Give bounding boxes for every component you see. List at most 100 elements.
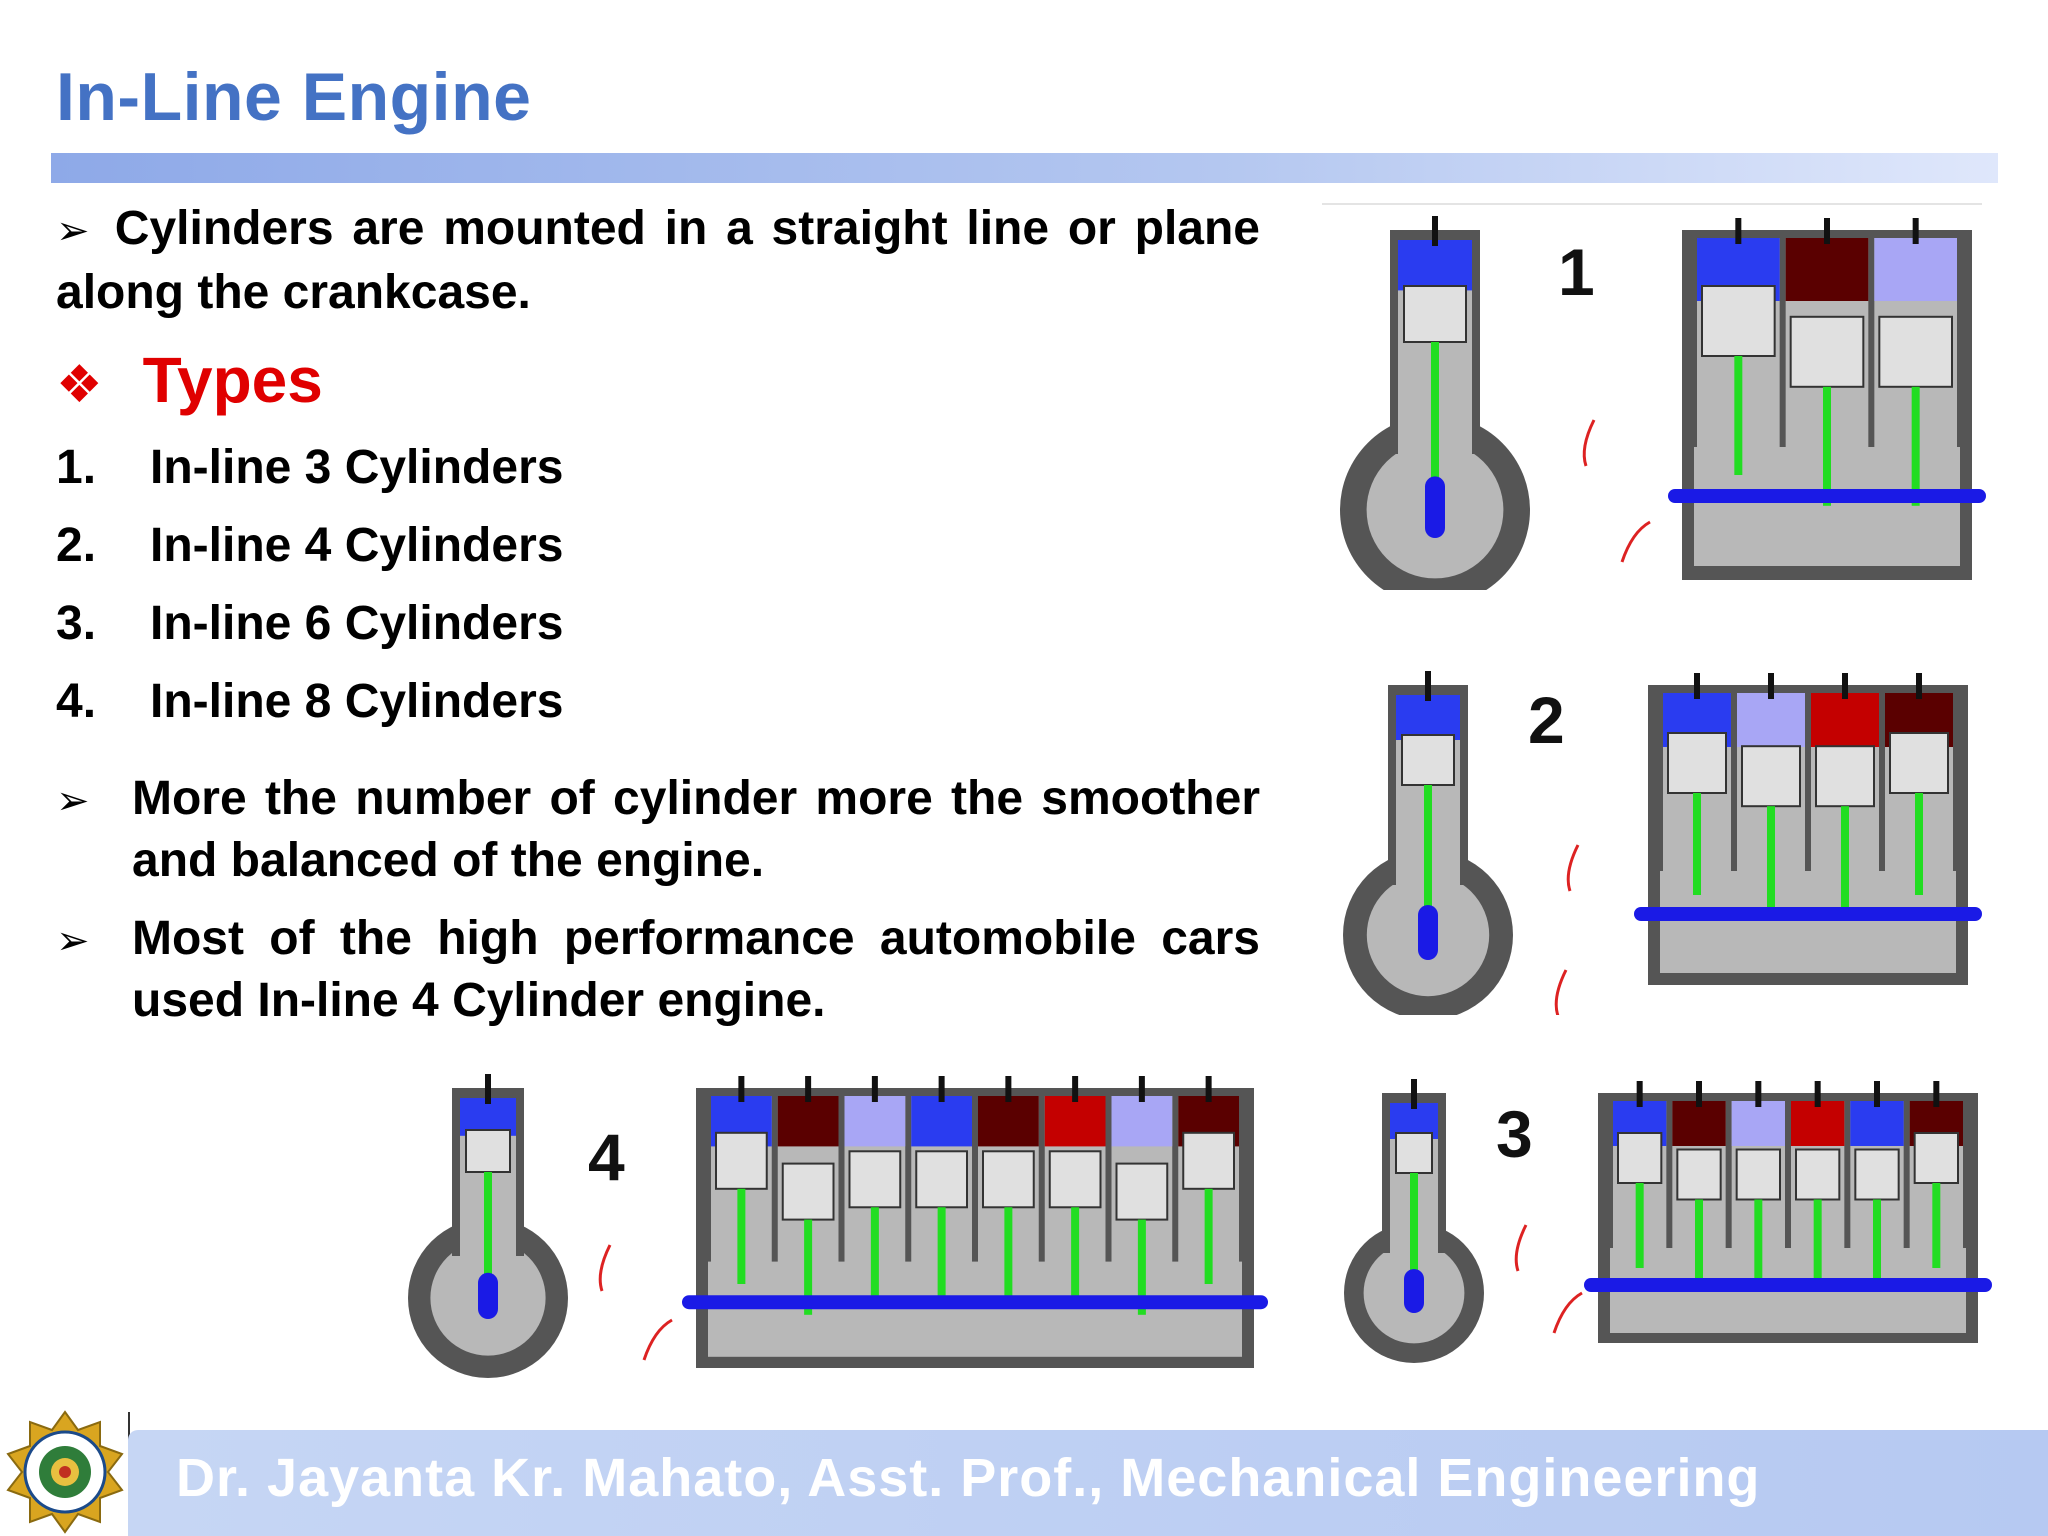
spark-plug-icon	[1814, 1081, 1821, 1107]
intro-point: ➢ Cylinders are mounted in a straight li…	[56, 198, 1260, 324]
engine-diagram-inline-8: 4	[408, 1074, 1268, 1378]
page-title: In-Line Engine	[56, 59, 532, 135]
cylinder-head-icon	[1785, 238, 1869, 301]
cylinder-head-icon	[911, 1096, 972, 1147]
connecting-rod-icon	[1695, 1199, 1703, 1285]
cylinder-head-icon	[1791, 1101, 1845, 1146]
piston-icon	[781, 1162, 835, 1221]
list-item: 1. In-line 3 Cylinders	[56, 437, 563, 515]
piston-icon	[1182, 1131, 1235, 1190]
piston-icon	[1115, 1162, 1169, 1221]
crank-pin-icon	[1418, 905, 1438, 960]
crank-pin-icon	[478, 1272, 498, 1319]
piston-icon	[915, 1150, 968, 1209]
piston-icon	[1889, 732, 1949, 794]
diagram-number: 4	[588, 1120, 625, 1194]
connecting-rod-icon	[1911, 386, 1920, 506]
piston-icon	[1913, 1132, 1960, 1184]
spark-plug-icon	[1824, 218, 1830, 244]
rotation-arrow-icon	[1620, 520, 1651, 563]
diagram-number: 2	[1528, 683, 1565, 757]
cylinder-head-icon	[1811, 693, 1879, 747]
cylinder-head-icon	[1398, 240, 1472, 291]
types-heading: ❖Types	[56, 343, 323, 417]
list-item: 4.In-line 8 Cylinders	[56, 671, 563, 749]
crankshaft-icon	[1584, 1278, 1992, 1292]
connecting-rod-icon	[1734, 356, 1743, 475]
cylinder-head-icon	[844, 1096, 906, 1147]
crank-pin-icon	[1404, 1269, 1424, 1313]
rotation-arrow-icon	[598, 1244, 612, 1292]
spark-plug-icon	[1755, 1081, 1762, 1107]
piston-icon	[1617, 1132, 1663, 1184]
piston-icon	[982, 1150, 1035, 1209]
arrow-bullet-icon: ➢	[56, 919, 90, 963]
connecting-rod-icon	[1767, 806, 1775, 909]
spark-plug-icon	[1696, 1081, 1702, 1107]
piston-icon	[848, 1150, 902, 1209]
connecting-rod-icon	[1410, 1173, 1418, 1283]
spark-plug-icon	[1411, 1079, 1417, 1109]
connecting-rod-icon	[1071, 1207, 1080, 1303]
crankshaft-icon	[1668, 489, 1986, 503]
footer-author: Dr. Jayanta Kr. Mahato, Asst. Prof., Mec…	[176, 1448, 1761, 1508]
list-number: 1.	[56, 441, 97, 494]
title-underline-bar	[51, 153, 1998, 183]
piston-icon	[715, 1131, 768, 1190]
piston-icon	[1676, 1148, 1722, 1201]
spark-plug-icon	[805, 1076, 812, 1102]
list-number: 2.	[56, 519, 97, 572]
spark-plug-icon	[1425, 671, 1431, 701]
connecting-rod-icon	[737, 1188, 746, 1284]
spark-plug-icon	[1138, 1076, 1145, 1102]
piston-icon	[1854, 1148, 1900, 1201]
spark-plug-icon	[1768, 673, 1774, 699]
connecting-rod-icon	[1635, 1183, 1644, 1268]
spark-plug-icon	[938, 1076, 945, 1102]
connecting-rod-icon	[1431, 342, 1439, 496]
rotation-arrow-icon	[1566, 844, 1580, 892]
piston-icon	[465, 1129, 511, 1173]
rotation-arrow-icon	[1582, 419, 1596, 467]
connecting-rod-icon	[1204, 1188, 1213, 1284]
connecting-rod-icon	[937, 1207, 946, 1303]
piston-icon	[1401, 734, 1455, 786]
cylinder-head-icon	[1737, 693, 1805, 747]
spark-plug-icon	[1072, 1076, 1079, 1102]
list-label: In-line 3 Cylinders	[150, 441, 564, 494]
cylinder-head-icon	[1672, 1101, 1726, 1146]
spark-plug-icon	[871, 1076, 878, 1102]
cylinder-head-icon	[1850, 1101, 1904, 1146]
divider	[1322, 203, 1982, 205]
piston-icon	[1815, 745, 1875, 808]
connecting-rod-icon	[1823, 386, 1831, 506]
connecting-rod-icon	[1841, 806, 1849, 909]
list-label: In-line 6 Cylinders	[150, 597, 564, 650]
performance-point: ➢ Most of the high performance automobil…	[56, 908, 1260, 1027]
piston-icon	[1795, 1148, 1841, 1201]
piston-icon	[1878, 315, 1953, 388]
cylinder-head-icon	[978, 1096, 1039, 1147]
spark-plug-icon	[1432, 216, 1438, 246]
connecting-rod-icon	[1932, 1183, 1941, 1268]
spark-plug-icon	[738, 1076, 745, 1102]
connecting-rod-icon	[1873, 1199, 1881, 1285]
spark-plug-icon	[1916, 673, 1922, 699]
rotation-arrow-icon	[1552, 1291, 1583, 1334]
connecting-rod-icon	[1754, 1199, 1763, 1285]
crankshaft-icon	[682, 1295, 1268, 1310]
cylinder-head-icon	[1731, 1101, 1785, 1146]
arrow-bullet-icon: ➢	[56, 209, 90, 253]
types-list: 1. In-line 3 Cylinders 2. In-line 4 Cylind…	[56, 437, 563, 749]
connecting-rod-icon	[1004, 1207, 1013, 1303]
spark-plug-icon	[1912, 218, 1919, 244]
piston-icon	[1048, 1150, 1102, 1209]
connecting-rod-icon	[1693, 793, 1701, 895]
list-label: In-line 4 Cylinders	[150, 519, 564, 572]
piston-icon	[1403, 285, 1467, 343]
connecting-rod-icon	[1137, 1219, 1146, 1315]
piston-icon	[1395, 1132, 1433, 1174]
rotation-arrow-icon	[642, 1318, 673, 1361]
connecting-rod-icon	[484, 1172, 492, 1288]
spark-plug-icon	[1636, 1081, 1643, 1107]
